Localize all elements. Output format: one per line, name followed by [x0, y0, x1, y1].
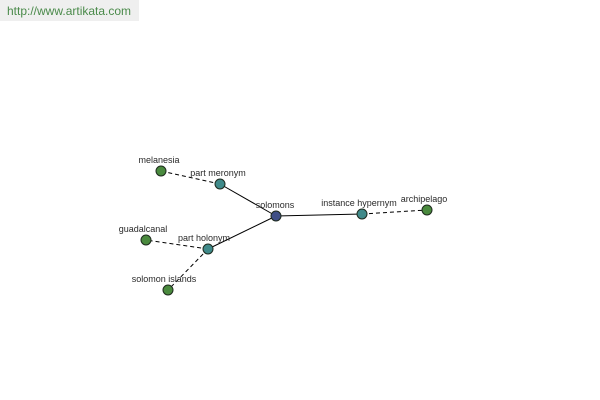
node-instance-hypernym[interactable]	[356, 208, 368, 220]
node-solomons[interactable]	[270, 210, 282, 222]
label-solomons: solomons	[256, 200, 295, 210]
label-part-meronym: part meronym	[190, 168, 246, 178]
node-part-holonym[interactable]	[202, 243, 214, 255]
site-link[interactable]: http://www.artikata.com	[7, 4, 132, 18]
edge-instance-hypernym-archipelago	[361, 209, 428, 215]
edge-solomons-instance-hypernym	[275, 213, 363, 217]
node-guadalcanal[interactable]	[140, 234, 152, 246]
node-part-meronym[interactable]	[214, 178, 226, 190]
label-part-holonym: part holonym	[178, 233, 230, 243]
label-instance-hypernym: instance hypernym	[321, 198, 397, 208]
label-melanesia: melanesia	[138, 155, 179, 165]
edge-part-holonym-guadalcanal	[145, 239, 209, 250]
label-solomon-islands: solomon islands	[132, 274, 197, 284]
edge-part-meronym-melanesia	[160, 170, 221, 185]
node-solomon-islands[interactable]	[162, 284, 174, 296]
node-archipelago[interactable]	[421, 204, 433, 216]
label-archipelago: archipelago	[401, 194, 448, 204]
node-melanesia[interactable]	[155, 165, 167, 177]
label-guadalcanal: guadalcanal	[119, 224, 168, 234]
edge-solomons-part-holonym	[207, 215, 277, 250]
edge-solomons-part-meronym	[219, 183, 277, 217]
url-bar: http://www.artikata.com	[0, 0, 139, 21]
edge-part-holonym-solomon-islands	[167, 248, 209, 291]
